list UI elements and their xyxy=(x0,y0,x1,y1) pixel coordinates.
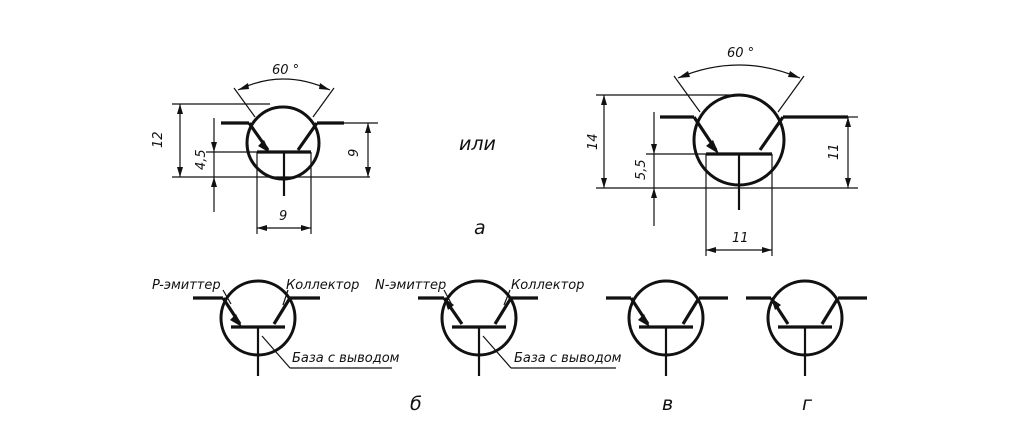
emitter-label: N-эмиттер xyxy=(375,278,446,293)
collector-line xyxy=(681,297,701,325)
collector-line xyxy=(272,297,292,325)
dim-bottom-label: 11 xyxy=(732,231,749,246)
emitter-arrow xyxy=(258,140,270,153)
collector-line xyxy=(493,297,513,325)
symbol-b-npn: N-эмиттер Коллектор База с выводом xyxy=(375,278,622,376)
symbol-g xyxy=(746,279,867,376)
symbol-v xyxy=(606,279,728,376)
symbol-a-small: 60 ° 12 4,5 9 9 xyxy=(151,63,378,234)
collector-label: Коллектор xyxy=(511,278,584,293)
collector-line xyxy=(296,122,319,151)
emitter-arrow xyxy=(706,140,719,154)
dim-base-label: 4,5 xyxy=(194,149,209,170)
caption-g: г xyxy=(802,393,813,415)
or-word: или xyxy=(459,133,496,155)
caption-b: б xyxy=(410,393,422,415)
emitter-arrow xyxy=(230,314,242,327)
emitter-label: P-эмиттер xyxy=(152,278,221,293)
caption-a: а xyxy=(474,217,486,239)
base-label: База с выводом xyxy=(514,351,622,366)
angle-arc xyxy=(677,64,801,79)
dim-height-label: 14 xyxy=(586,133,601,150)
emitter-arrow xyxy=(444,298,454,310)
dim-bottom-label: 9 xyxy=(279,209,287,224)
base-label: База с выводом xyxy=(292,351,400,366)
dim-height-label: 12 xyxy=(151,131,166,148)
angle-arc xyxy=(237,78,331,91)
emitter-arrow xyxy=(771,298,781,310)
angle-label: 60 ° xyxy=(727,46,754,61)
collector-label: Коллектор xyxy=(286,278,359,293)
dim-base-label: 5,5 xyxy=(634,159,649,180)
collector-line xyxy=(758,116,785,151)
collector-line xyxy=(820,297,840,325)
dim-right-label: 11 xyxy=(827,143,842,160)
emitter-arrow xyxy=(638,314,650,327)
symbol-a-large: 60 ° 14 5,5 11 11 xyxy=(586,46,858,256)
dim-right-label: 9 xyxy=(347,149,362,157)
angle-label: 60 ° xyxy=(272,63,299,78)
caption-v: в xyxy=(662,393,673,415)
symbol-b-pnp: P-эмиттер Коллектор База с выводом xyxy=(152,278,400,376)
